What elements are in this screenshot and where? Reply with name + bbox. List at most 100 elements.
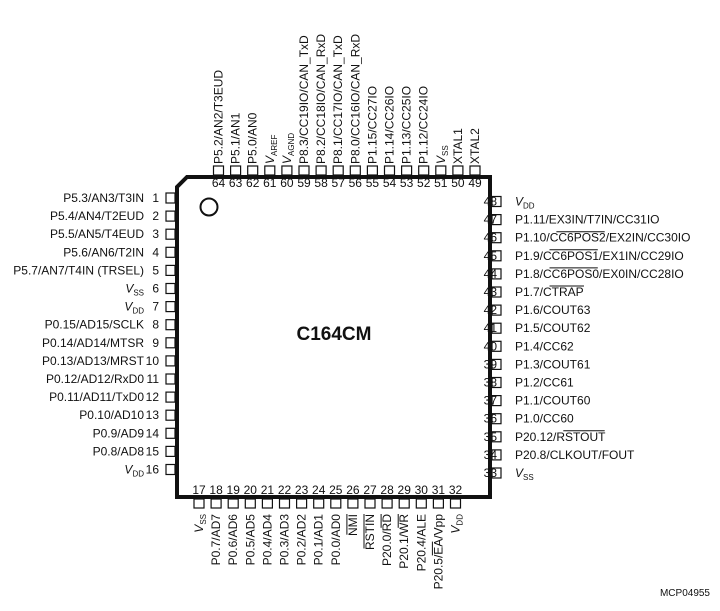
pin-22-pad xyxy=(278,498,291,509)
pin-10-number: 10 xyxy=(146,354,160,368)
pin-45-label: P1.9/CC6POS1/EX1IN/CC29IO xyxy=(515,249,684,263)
pin-59-label: P8.3/CC19IO/CAN_TxD xyxy=(297,35,311,164)
pin-22-number: 22 xyxy=(278,483,292,497)
pin-13-number: 13 xyxy=(146,408,160,422)
pin-37-pad xyxy=(491,395,502,407)
pin-43-number: 43 xyxy=(484,285,498,299)
pin-52-label: P1.12/CC24IO xyxy=(417,86,431,164)
pin-18-number: 18 xyxy=(209,483,223,497)
pin-51-number: 51 xyxy=(434,176,448,190)
pin-61-label: VAREF xyxy=(263,135,279,164)
pin-4-label: P5.6/AN6/T2IN xyxy=(63,245,144,259)
pin-17-number: 17 xyxy=(192,483,206,497)
pin-43-label: P1.7/CTRAP xyxy=(515,285,584,299)
pin-56-number: 56 xyxy=(349,176,363,190)
pin-29-number: 29 xyxy=(398,483,412,497)
pin-23-number: 23 xyxy=(295,483,309,497)
pin-12-number: 12 xyxy=(146,390,160,404)
pin-57-pad xyxy=(332,165,344,176)
pin-16-pad xyxy=(165,463,176,476)
pin-38-pad xyxy=(491,376,502,389)
pin-54-pad xyxy=(383,165,396,176)
pin-54-number: 54 xyxy=(383,176,397,190)
pin-45-pad xyxy=(491,250,502,262)
pin-55-pad xyxy=(366,165,378,176)
pin-2-number: 2 xyxy=(152,209,159,223)
pin-33-label: VSS xyxy=(515,466,534,482)
pin-15-label: P0.8/AD8 xyxy=(93,444,145,458)
pin-60-number: 60 xyxy=(280,176,294,190)
pin-47-number: 47 xyxy=(484,213,498,227)
pin-64-label: P5.2/AN2/T3EUD xyxy=(212,70,226,164)
pin-60-pad xyxy=(281,165,293,176)
pin-49-number: 49 xyxy=(468,176,482,190)
pin-40-pad xyxy=(491,340,502,352)
pin-34-label: P20.8/CLKOUT/FOUT xyxy=(515,448,635,462)
pin-4-pad xyxy=(165,246,176,258)
pin-11-number: 11 xyxy=(147,372,160,386)
pin-32-pad xyxy=(449,498,462,509)
pin-17-label: VSS xyxy=(192,514,208,533)
pin-1-label: P5.3/AN3/T3IN xyxy=(63,191,144,205)
pin-33-number: 33 xyxy=(484,466,498,480)
pin-37-label: P1.1/COUT60 xyxy=(515,394,591,408)
pin-49-label: XTAL2 xyxy=(468,128,482,164)
pin-1-pad xyxy=(165,192,176,204)
pin-34-pad xyxy=(491,449,502,461)
pin-47-pad xyxy=(491,214,502,226)
pin-59-number: 59 xyxy=(297,176,311,190)
pin-55-number: 55 xyxy=(366,176,380,190)
pin-40-number: 40 xyxy=(484,339,498,353)
pin-9-number: 9 xyxy=(152,336,159,350)
pin-64-number: 64 xyxy=(212,176,226,190)
pin-58-label: P8.2/CC18IO/CAN_RxD xyxy=(314,34,328,164)
pin-3-label: P5.5/AN5/T4EUD xyxy=(50,227,144,241)
pin-8-number: 8 xyxy=(152,318,159,332)
pin-35-pad xyxy=(491,431,502,443)
pin-29-label: P20.1/WR xyxy=(397,514,411,569)
pin-2-pad xyxy=(165,210,176,222)
pin-30-label: P20.4/ALE xyxy=(414,514,428,571)
pin-55-label: P1.15/CC27IO xyxy=(365,86,379,164)
chip-body xyxy=(175,175,492,499)
pin-27-label: RSTIN xyxy=(363,514,377,550)
pin-27-pad xyxy=(364,498,376,509)
pin-59: 59 P8.3/CC19IO/CAN_TxD xyxy=(297,35,311,190)
pin-51-pad xyxy=(435,165,447,176)
pin-48-pad xyxy=(491,195,502,208)
pin-28-pad xyxy=(381,498,393,509)
pin-58-pad xyxy=(315,165,327,176)
pin-7-label: VDD xyxy=(124,300,144,316)
pin-41-label: P1.5/COUT62 xyxy=(515,321,591,335)
pin-51-label: VSS xyxy=(434,145,450,164)
pin-35-label: P20.12/RSTOUT xyxy=(515,430,606,444)
pin-48-number: 48 xyxy=(484,195,498,209)
pin-56-label: P8.0/CC16IO/CAN_RxD xyxy=(348,34,362,164)
pin-4-number: 4 xyxy=(152,245,159,259)
figure-id: MCP04955 xyxy=(660,588,710,599)
pin-50-pad xyxy=(452,165,464,176)
pin-42-number: 42 xyxy=(484,303,498,317)
pin-56-pad xyxy=(349,165,361,176)
pin-44-label: P1.8/CC6POS0/EX0IN/CC28IO xyxy=(515,267,684,281)
pin-64-pad xyxy=(212,165,225,176)
pin-5-pad xyxy=(165,264,176,276)
pin-39-number: 39 xyxy=(484,357,498,371)
